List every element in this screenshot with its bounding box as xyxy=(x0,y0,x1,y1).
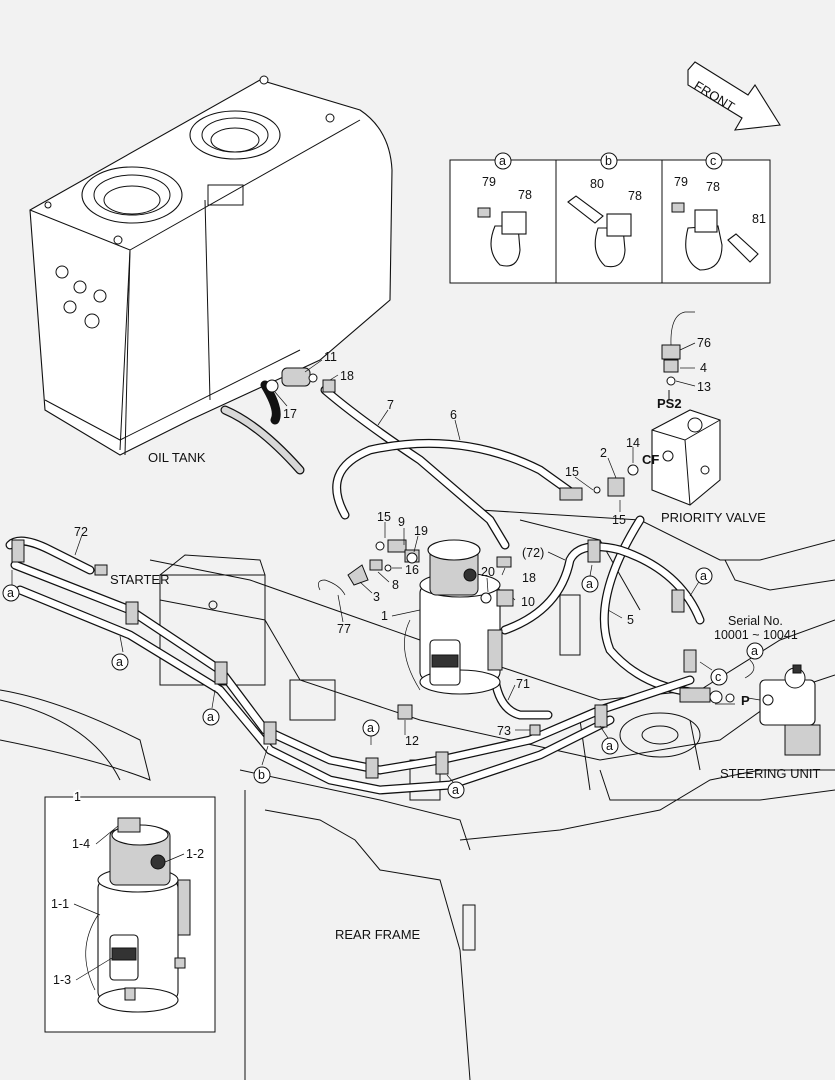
svg-text:a: a xyxy=(116,655,123,669)
callout-16: 16 xyxy=(405,563,419,577)
oil-tank xyxy=(29,75,393,456)
detail-a-part-78: 78 xyxy=(518,188,532,202)
svg-text:c: c xyxy=(715,670,721,684)
detail-view-c: c 79 78 81 xyxy=(671,152,766,271)
marker-a-starter: a xyxy=(2,584,20,602)
callout-9: 9 xyxy=(398,515,405,529)
svg-text:a: a xyxy=(606,739,613,753)
port-p-label: P xyxy=(741,693,750,708)
leader-lines xyxy=(11,342,761,783)
callout-15-pump: 15 xyxy=(377,510,391,524)
callout-73: 73 xyxy=(497,724,511,738)
detail-b-part-80: 80 xyxy=(590,177,604,191)
callout-1: 1 xyxy=(381,609,388,623)
part-callouts: 72 (72) 11 18 17 7 6 76 4 13 14 2 15 15 … xyxy=(74,336,711,748)
priority-valve-label: PRIORITY VALVE xyxy=(661,510,766,525)
svg-text:b: b xyxy=(258,768,265,782)
detail-c-marker: c xyxy=(710,154,716,168)
callout-13: 13 xyxy=(697,380,711,394)
fittings xyxy=(94,367,735,736)
marker-a-6: a xyxy=(581,575,599,593)
detail-a-marker: a xyxy=(499,154,506,168)
detail-b-marker: b xyxy=(605,154,612,168)
detail-view-a: a 79 78 xyxy=(477,152,532,267)
callout-11: 11 xyxy=(324,350,337,364)
marker-a-5: a xyxy=(601,737,619,755)
callout-5: 5 xyxy=(627,613,634,627)
callout-17: 17 xyxy=(283,407,297,421)
detail-b-part-78: 78 xyxy=(628,189,642,203)
callout-12: 12 xyxy=(405,734,419,748)
reference-markers: a a a b a a a a a c a xyxy=(2,567,764,799)
inset-part-1-3: 1-3 xyxy=(53,973,71,987)
starter-label: STARTER xyxy=(110,572,169,587)
steering-unit-label: STEERING UNIT xyxy=(720,766,820,781)
marker-a-3: a xyxy=(362,719,380,737)
callout-3: 3 xyxy=(373,590,380,604)
priority-valve xyxy=(651,311,721,506)
marker-a-1: a xyxy=(111,653,129,671)
callout-71: 71 xyxy=(516,677,530,691)
callout-77: 77 xyxy=(337,622,351,636)
steering-unit xyxy=(759,664,821,756)
callout-7: 7 xyxy=(387,398,394,412)
marker-b: b xyxy=(253,766,271,784)
rear-frame-drawing xyxy=(0,509,835,1080)
callout-10: 10 xyxy=(521,595,535,609)
serial-title: Serial No. xyxy=(728,614,783,628)
port-ps2-label: PS2 xyxy=(657,396,682,411)
svg-text:a: a xyxy=(452,783,459,797)
svg-text:a: a xyxy=(700,569,707,583)
detail-a-part-79: 79 xyxy=(482,175,496,189)
callout-20: 20 xyxy=(481,565,495,579)
steering-pump xyxy=(404,539,503,695)
detail-c-part-81: 81 xyxy=(752,212,766,226)
marker-a-serial: a xyxy=(746,642,764,660)
callout-6: 6 xyxy=(450,408,457,422)
callout-72-ref: (72) xyxy=(522,546,544,560)
port-cf-label: CF xyxy=(642,452,659,467)
marker-a-7: a xyxy=(695,567,713,585)
svg-text:a: a xyxy=(751,644,758,658)
callout-4: 4 xyxy=(700,361,707,375)
callout-18-upper: 18 xyxy=(340,369,354,383)
marker-a-4: a xyxy=(447,781,465,799)
rear-frame-label: REAR FRAME xyxy=(335,927,421,942)
callout-15-lower: 15 xyxy=(612,513,626,527)
svg-text:a: a xyxy=(586,577,593,591)
inset-title: 1 xyxy=(74,790,81,804)
pump-detail-inset: 1 1-4 1-2 1-1 1-3 xyxy=(44,788,216,1033)
detail-c-part-79: 79 xyxy=(674,175,688,189)
inset-part-1-2: 1-2 xyxy=(186,847,204,861)
callout-72: 72 xyxy=(74,525,88,539)
callout-8: 8 xyxy=(392,578,399,592)
inset-part-1-4: 1-4 xyxy=(72,837,90,851)
detail-views-box: a 79 78 b 80 78 c 79 78 81 xyxy=(449,152,771,284)
clamps xyxy=(11,539,697,779)
detail-c-part-78: 78 xyxy=(706,180,720,194)
callout-19: 19 xyxy=(414,524,428,538)
inset-part-1-1: 1-1 xyxy=(51,897,69,911)
callout-18-lower: 18 xyxy=(522,571,536,585)
front-direction-arrow: FRONT xyxy=(687,61,781,131)
marker-c: c xyxy=(710,668,728,686)
detail-view-b: b 80 78 xyxy=(567,152,642,268)
oil-tank-label: OIL TANK xyxy=(148,450,206,465)
callout-76: 76 xyxy=(697,336,711,350)
callout-2: 2 xyxy=(600,446,607,460)
serial-range: 10001 ~ 10041 xyxy=(714,628,798,642)
svg-text:a: a xyxy=(7,586,14,600)
callout-14: 14 xyxy=(626,436,640,450)
svg-text:a: a xyxy=(207,710,214,724)
marker-a-2: a xyxy=(202,708,220,726)
svg-text:a: a xyxy=(367,721,374,735)
callout-15-valve: 15 xyxy=(565,465,579,479)
